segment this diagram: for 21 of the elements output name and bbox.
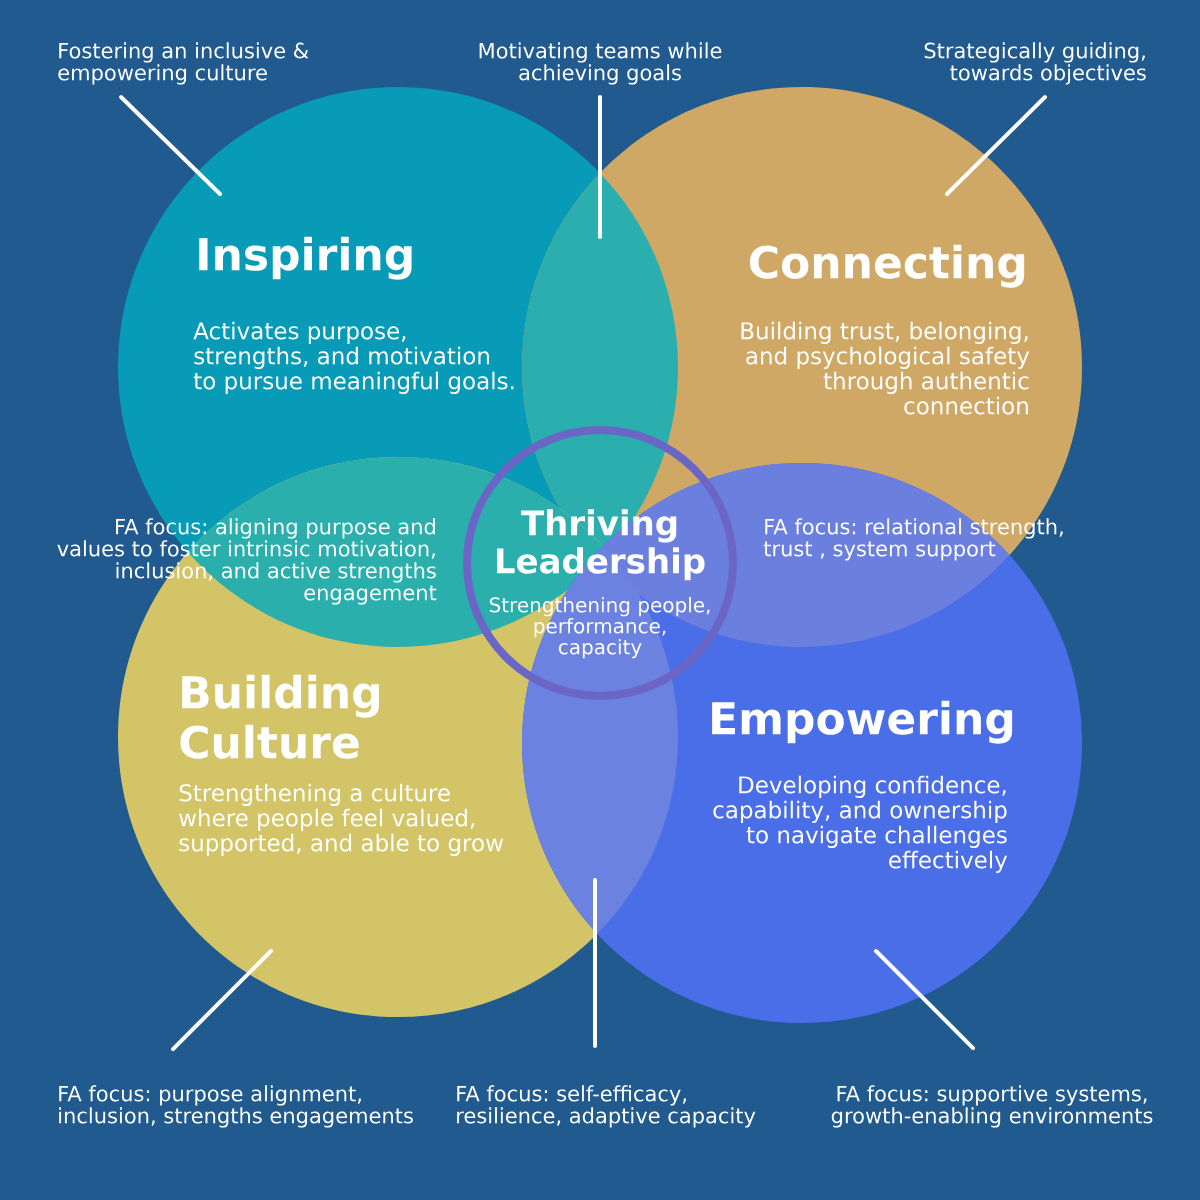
leader-line — [119, 95, 222, 196]
description: Building trust, belonging, and psychological safety through authentic connection — [741, 321, 1030, 415]
description: Activates purpose, strengths, and motivation to pursue meaningful goals. — [193, 321, 514, 394]
leader-line — [593, 878, 597, 1049]
heading: Thriving Leadership — [497, 509, 705, 581]
callout-text: FA focus: purpose alignment, inclusion, strengths engagements — [59, 1085, 413, 1128]
heading: Inspiring — [199, 236, 412, 280]
description: Strengthening a culture where people feel valued, supported, and able to grow — [179, 783, 503, 856]
callout-text: Strategically guiding, towards objectives — [924, 42, 1146, 85]
leader-line — [874, 949, 975, 1051]
leader-line — [598, 95, 602, 239]
heading: Empowering — [712, 700, 1013, 744]
description: Developing confidence, capability, and ownership to navigate challenges effectively — [713, 775, 1008, 873]
leader-line — [171, 949, 273, 1052]
heading: Connecting — [750, 244, 1025, 288]
callout-text: Motivating teams while achieving goals — [479, 42, 722, 85]
callout-text: Fostering an inclusive & empowering culture — [58, 42, 309, 85]
callout-text: FA focus: supportive systems, growth-enabling environments — [831, 1085, 1153, 1128]
leader-line — [945, 95, 1047, 196]
heading: Building Culture — [180, 674, 379, 759]
callout-text: FA focus: self-efficacy, resilience, adaptive capacity — [457, 1085, 756, 1128]
